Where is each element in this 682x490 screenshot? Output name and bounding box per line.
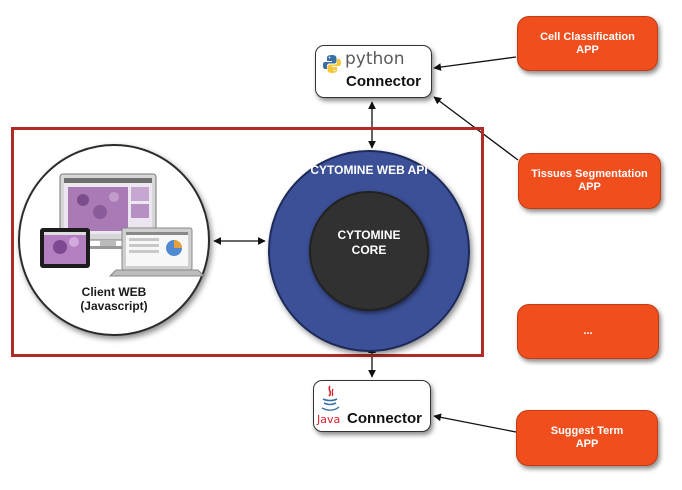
python-connector-label: Connector xyxy=(346,73,421,90)
app-more: ... xyxy=(517,304,659,359)
cytomine-core-circle xyxy=(309,191,429,311)
java-brand-text: Java xyxy=(317,413,341,426)
devices-illustration xyxy=(40,173,206,277)
arrow-cellclass-python xyxy=(433,56,517,71)
app-suggest-term-line1: Suggest Term xyxy=(550,425,624,437)
app-tissues-segmentation-line1: Tissues Segmentation xyxy=(531,168,648,180)
client-web-line2: (Javascript) xyxy=(80,299,148,313)
java-connector-box: Java Connector xyxy=(313,380,431,432)
cytomine-web-api-label: CYTOMINE WEB API xyxy=(310,163,428,177)
web-platform-frame xyxy=(11,127,484,357)
python-brand-text: python xyxy=(345,49,405,69)
java-connector-label: Connector xyxy=(347,410,422,427)
python-logo-icon xyxy=(323,55,341,73)
arrow-suggest-java xyxy=(433,413,517,433)
app-tissues-segmentation-line2: APP xyxy=(578,181,601,193)
java-logo-icon xyxy=(321,385,340,411)
app-suggest-term-line2: APP xyxy=(575,438,599,450)
cytomine-core-line2: CORE xyxy=(351,243,387,257)
client-web-line1: Client WEB xyxy=(81,285,147,299)
python-connector-box: python Connector xyxy=(315,45,432,98)
app-cell-classification-line1: Cell Classification xyxy=(540,30,635,43)
cytomine-core-label: CYTOMINE CORE xyxy=(309,228,429,258)
cytomine-core-line1: CYTOMINE xyxy=(337,228,401,242)
app-more-line1: ... xyxy=(583,325,593,337)
client-web-label: Client WEB (Javascript) xyxy=(18,285,210,313)
app-cell-classification-line2: APP xyxy=(576,43,599,56)
